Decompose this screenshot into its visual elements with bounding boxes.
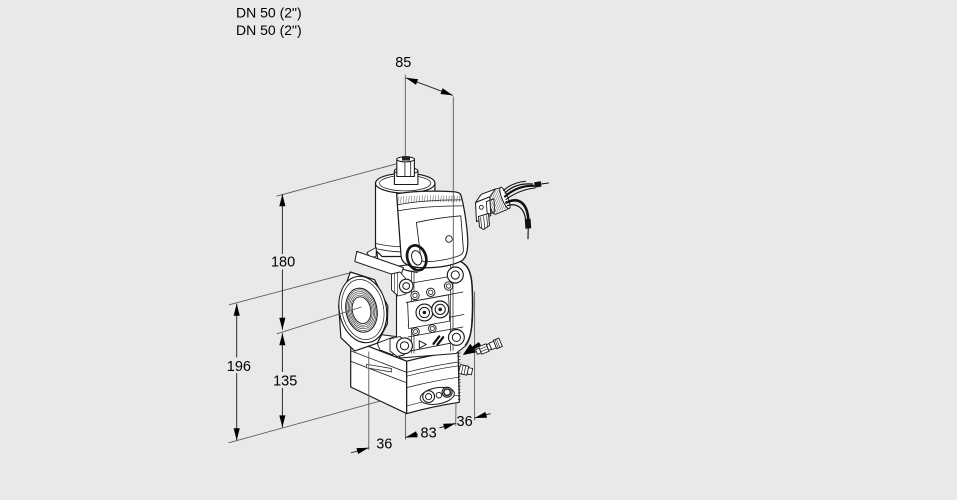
svg-text:36: 36 — [376, 436, 392, 452]
svg-text:DN 50 (2"): DN 50 (2") — [236, 22, 302, 38]
svg-text:196: 196 — [227, 359, 251, 375]
svg-text:36: 36 — [457, 414, 473, 430]
svg-text:180: 180 — [271, 255, 295, 271]
svg-text:83: 83 — [421, 425, 437, 441]
svg-text:DN 50 (2"): DN 50 (2") — [236, 5, 302, 21]
svg-text:135: 135 — [273, 373, 297, 389]
svg-text:85: 85 — [395, 55, 411, 71]
